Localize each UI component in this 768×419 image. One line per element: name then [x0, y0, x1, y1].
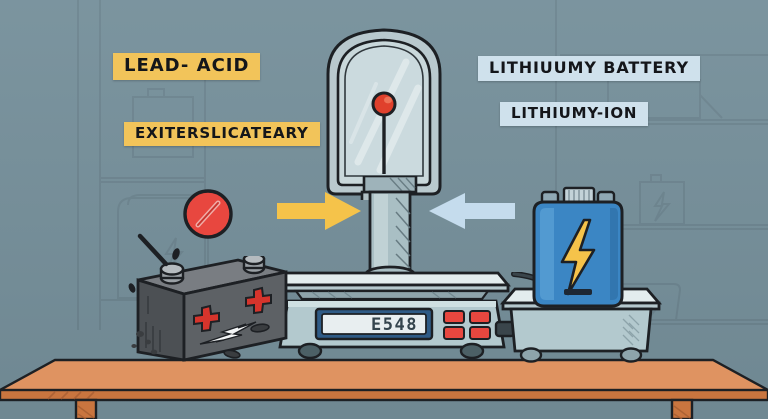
battery-plus-symbols [193, 286, 272, 333]
scale-button-1[interactable] [443, 310, 465, 324]
scale-display-screen [321, 313, 427, 335]
lead-acid-battery [136, 256, 288, 362]
arrow-left-icon [429, 193, 515, 229]
platform-foot-right [619, 347, 643, 363]
lithium-battery [532, 186, 624, 308]
scale-buttons [443, 310, 491, 340]
debris-bits [128, 233, 270, 359]
scale-button-4[interactable] [469, 326, 491, 340]
weighing-scale: E548 [273, 271, 511, 360]
arrow-right-icon [277, 192, 361, 230]
label-lithiuumy-battery: LITHIUUMY BATTERY [478, 56, 700, 81]
battery-terminals [159, 256, 266, 285]
scale-foot-right [459, 342, 485, 360]
gauge-indicator-dot [371, 91, 397, 117]
gauge-head [326, 28, 442, 200]
lithium-minus-symbol [564, 289, 592, 295]
prohibition-icon [183, 189, 233, 239]
platform-foot-left [519, 347, 543, 363]
scale-foot-left [297, 342, 323, 360]
table [0, 358, 768, 419]
label-lead-acid: LEAD- ACID [113, 53, 261, 80]
label-exiterslicateary: EXITERSLICATEARY [124, 122, 320, 146]
scale-button-2[interactable] [469, 310, 491, 324]
scale-button-3[interactable] [443, 326, 465, 340]
label-lithiumy-ion: LITHIUMY-ION [500, 102, 649, 126]
scale-display-value: E548 [371, 315, 418, 335]
battery-bolt-icon [199, 321, 257, 345]
lithium-bolt-icon [560, 218, 596, 296]
scale-pan-top [273, 271, 511, 287]
